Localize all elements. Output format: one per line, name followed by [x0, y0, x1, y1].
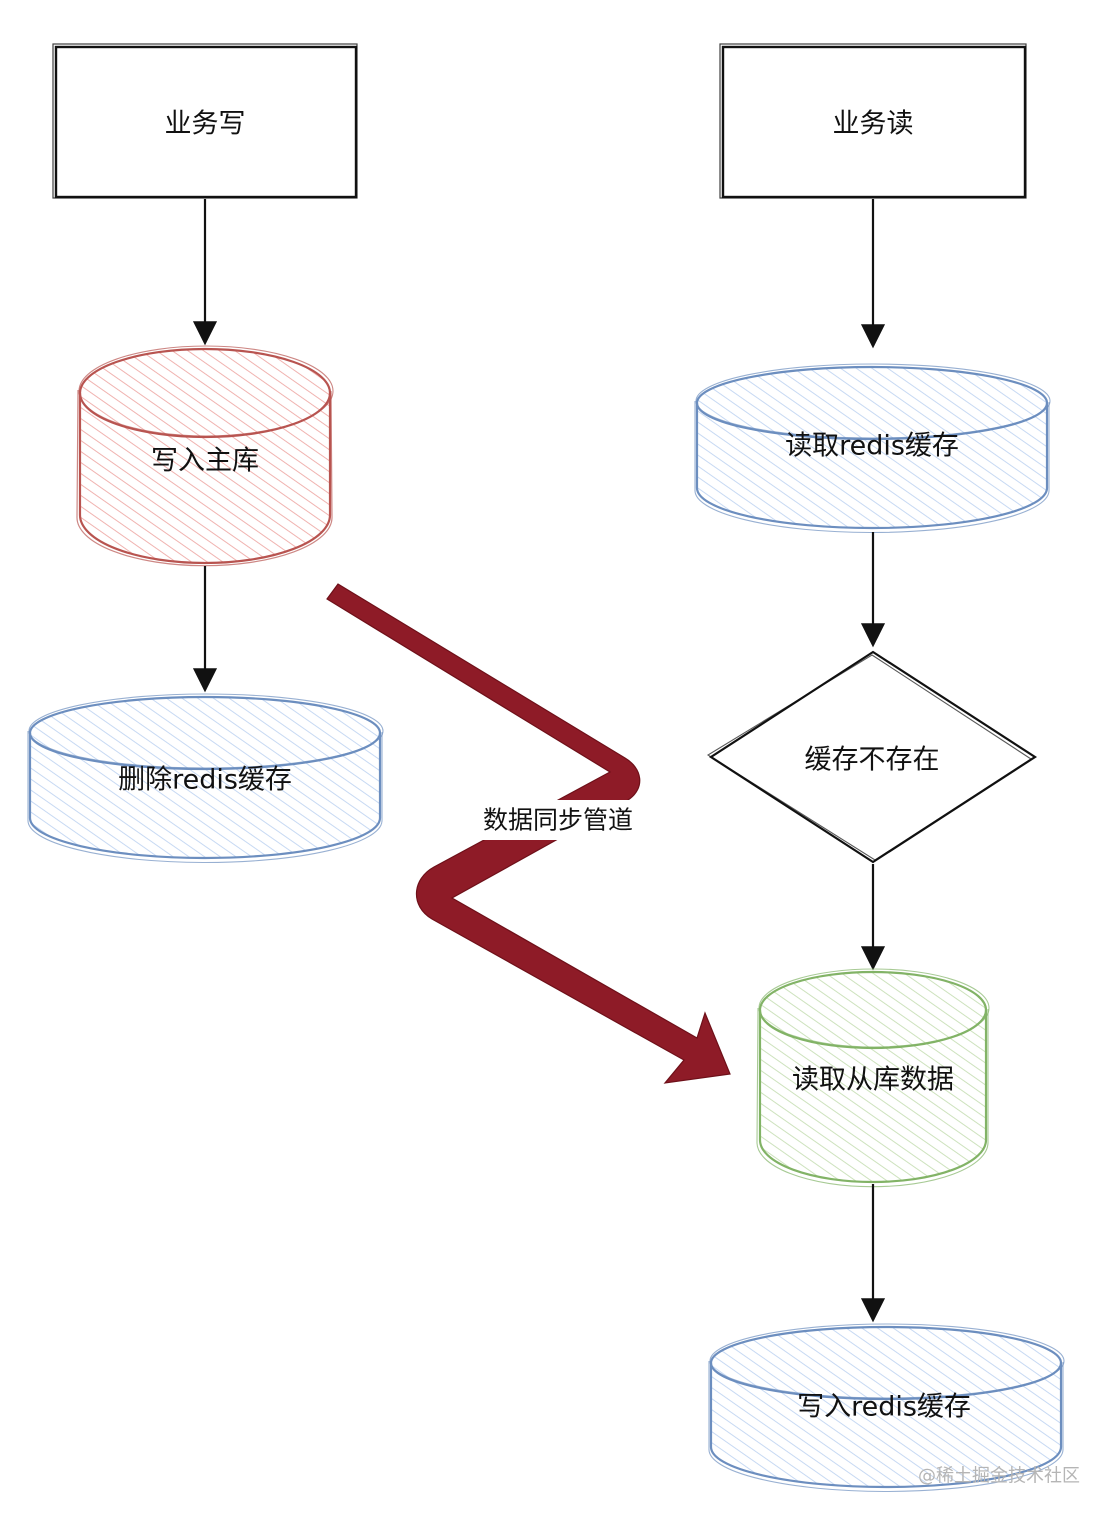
read-slave-data-cylinder[interactable]: 读取从库数据 [756, 968, 990, 1188]
write-redis-cache-label: 写入redis缓存 [797, 1392, 971, 1423]
business-read-box[interactable]: 业务读 [719, 43, 1027, 199]
sync-pipeline-label: 数据同步管道 [483, 806, 633, 835]
business-write-box[interactable]: 业务写 [52, 43, 358, 199]
watermark-text: @稀土掘金技术社区 [918, 1466, 1080, 1487]
read-redis-cache-cylinder[interactable]: 读取redis缓存 [694, 363, 1051, 534]
delete-redis-cache-label: 删除redis缓存 [118, 765, 292, 796]
sync-pipeline-label-bg [470, 800, 646, 840]
business-write-label: 业务写 [165, 109, 246, 140]
read-redis-cache-label: 读取redis缓存 [785, 431, 959, 462]
cache-not-exist-label: 缓存不存在 [805, 745, 940, 776]
write-master-cylinder[interactable]: 写入主库 [76, 345, 334, 567]
business-read-label: 业务读 [833, 109, 914, 140]
write-master-label: 写入主库 [151, 446, 259, 477]
read-slave-data-label: 读取从库数据 [792, 1065, 954, 1096]
write-redis-cache-cylinder[interactable]: 写入redis缓存 [708, 1323, 1065, 1493]
delete-redis-cache-cylinder[interactable]: 删除redis缓存 [27, 693, 384, 864]
cache-not-exist-diamond[interactable]: 缓存不存在 [706, 650, 1038, 864]
